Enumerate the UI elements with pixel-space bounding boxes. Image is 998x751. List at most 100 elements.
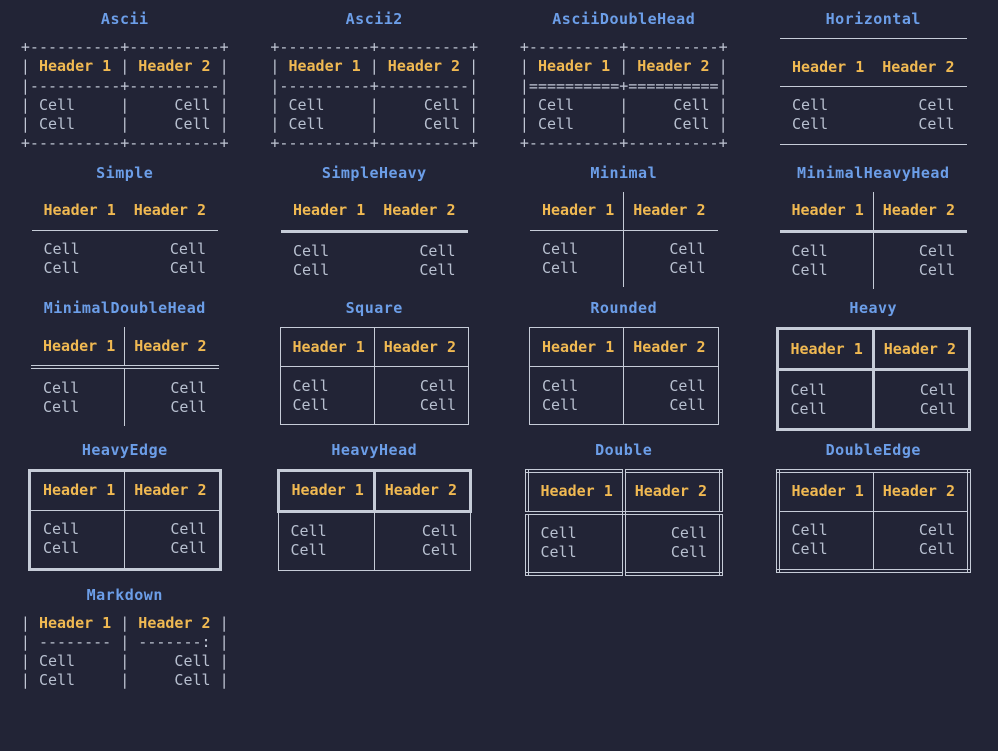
cell-col1: Cell [31,397,126,417]
column-header-2: Header 2 [133,201,206,220]
cell-col1: Cell [530,259,625,279]
cell-col2: Cell [918,540,955,559]
cell-col1: Cell [293,261,330,280]
box-style-asciidoublehead: AsciiDoubleHead+----------+----------+ |… [499,0,749,154]
body-top-pad [780,87,967,97]
cell-col2: Cell [670,524,707,543]
box-style-title: HeavyHead [331,440,418,459]
body-bottom-pad [31,416,219,426]
body-bottom-pad [779,280,968,290]
body-top-pad [278,511,471,522]
column-header-2: Header 2 [873,328,970,372]
cell-col2: Cell [919,399,956,418]
cell-col1: Cell [293,241,330,260]
box-style-title: AsciiDoubleHead [552,10,696,28]
column-header-1: Header 1 [530,191,625,231]
column-header-1: Header 1 [276,468,376,513]
cell-col1: Cell [278,521,375,542]
column-header-2: Header 2 [124,327,219,370]
cell-col2: Cell [918,261,955,280]
cell-col2: Cell [918,115,955,134]
table-row: Cell Cell [780,115,967,134]
table-row: Cell Cell [281,261,468,280]
body-top-pad [777,369,970,381]
cell-col2: Cell [170,378,207,397]
body-top-pad [526,512,722,524]
table-row: Cell Cell [529,395,719,415]
box-style-title: Square [345,299,403,318]
ascii-table-markdown: | Header 1 | Header 2 | | -------- | ---… [20,613,229,690]
table-row: Cell Cell [526,543,722,563]
cell-col2: Cell [919,380,956,399]
cell-col1: Cell [779,261,874,281]
box-style-title: Ascii2 [345,10,403,28]
cell-col1: Cell [526,543,626,563]
body-bottom-pad [526,562,722,574]
body-bottom-pad [32,278,219,287]
cell-col1: Cell [529,395,625,415]
cell-col2: Cell [419,241,456,260]
column-header-2: Header 2 [623,327,718,368]
cell-col2: Cell [170,539,207,558]
cell-col1: Cell [278,541,375,561]
body-top-pad [529,366,719,377]
cell-col1: Cell [792,115,829,134]
cell-col2: Cell [419,261,456,280]
column-header-1: Header 1 [29,470,126,511]
cell-col2: Cell [170,397,207,416]
column-header-2: Header 2 [623,470,721,515]
box-style-ascii2: Ascii2+----------+----------+ | Header 1… [250,0,500,154]
body-bottom-pad [280,414,469,425]
column-header-1: Header 1 [31,327,126,370]
cell-col2: Cell [669,239,706,258]
column-header-1: Header 1 [280,327,375,368]
cell-col2: Cell [169,239,206,258]
cell-col1: Cell [29,519,126,540]
box-style-gallery: Ascii+----------+----------+ | Header 1 … [0,0,998,691]
box-style-markdown: Markdown| Header 1 | Header 2 | | ------… [0,576,250,691]
cell-col2: Cell [669,395,706,414]
body-top-pad [530,230,718,240]
table-row: Cell Cell [779,261,968,281]
cell-col2: Cell [918,241,955,260]
cell-col2: Cell [670,543,707,562]
cell-col1: Cell [777,399,875,419]
cell-col1: Cell [777,520,874,541]
body-top-pad [779,231,968,242]
box-style-title: DoubleEdge [825,440,921,459]
table-row: Cell Cell [777,399,970,419]
body-bottom-pad [780,135,967,145]
column-header-1: Header 1 [526,470,626,515]
column-header-1: Header 1 [777,470,874,512]
